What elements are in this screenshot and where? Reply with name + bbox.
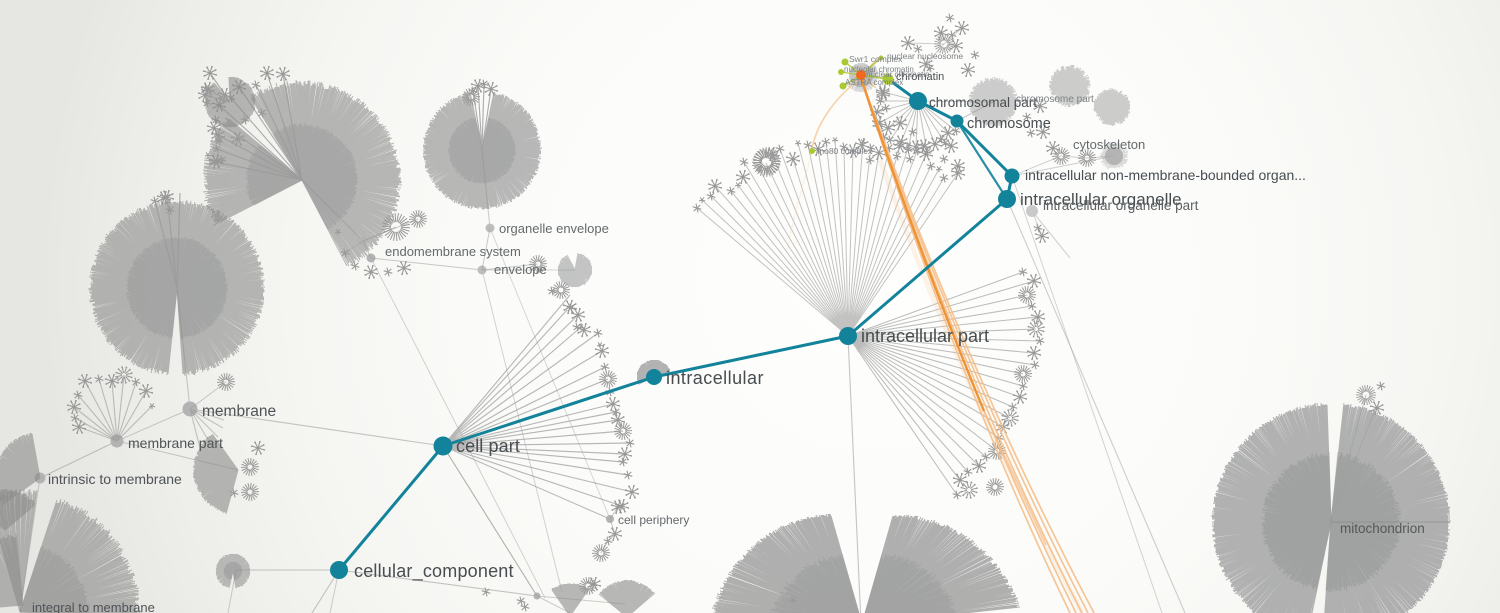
svg-text:cell periphery: cell periphery (618, 513, 689, 527)
svg-text:intracellular non-membrane-bou: intracellular non-membrane-bounded organ… (1025, 167, 1306, 183)
svg-text:cell part: cell part (456, 436, 520, 456)
svg-text:cellular_component: cellular_component (354, 561, 514, 582)
svg-text:Ino80 complex: Ino80 complex (817, 146, 873, 156)
svg-text:nuclear nucleosome: nuclear nucleosome (887, 51, 963, 61)
svg-text:chromatin: chromatin (896, 71, 944, 83)
svg-text:intracellular organelle part: intracellular organelle part (1043, 198, 1199, 213)
svg-text:integral to membrane: integral to membrane (32, 600, 155, 613)
svg-text:chromosomal part: chromosomal part (929, 95, 1037, 110)
svg-text:organelle envelope: organelle envelope (499, 221, 609, 236)
svg-text:chromosome: chromosome (967, 116, 1051, 132)
svg-text:envelope: envelope (494, 262, 547, 277)
svg-text:cytoskeleton: cytoskeleton (1073, 137, 1145, 152)
svg-text:Swr1 complex: Swr1 complex (849, 54, 903, 64)
svg-text:intracellular organelle: intracellular organelle (1020, 190, 1182, 209)
svg-text:membrane part: membrane part (128, 435, 223, 451)
svg-text:intracellular: intracellular (666, 368, 764, 388)
svg-text:nuclear chromatin: nuclear chromatin (866, 70, 930, 79)
svg-text:endomembrane system: endomembrane system (385, 244, 521, 259)
svg-text:nucleolar chromatin: nucleolar chromatin (844, 65, 914, 74)
svg-text:chromosome part: chromosome part (1016, 94, 1094, 105)
svg-text:membrane: membrane (202, 403, 276, 420)
svg-text:ASTRA complex: ASTRA complex (845, 78, 903, 87)
svg-text:intracellular part: intracellular part (861, 326, 989, 346)
svg-text:intrinsic to membrane: intrinsic to membrane (48, 471, 182, 487)
svg-text:mitochondrion: mitochondrion (1340, 521, 1425, 536)
